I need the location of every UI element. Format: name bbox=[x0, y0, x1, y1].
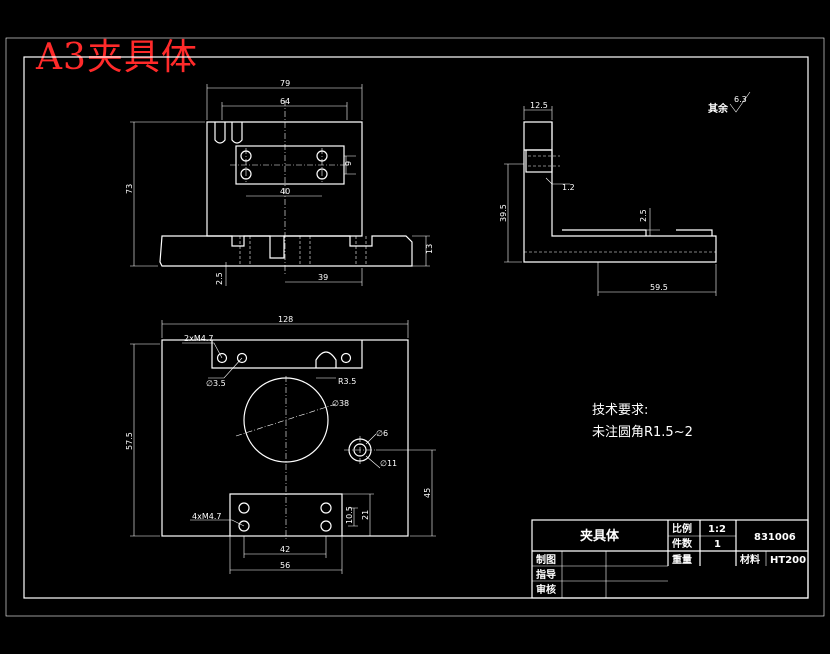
dim-57-5: 57.5 bbox=[125, 432, 134, 450]
title-block: 夹具体 比例 1:2 件数 1 831006 制图 重量 材料 HT200 指导… bbox=[531, 519, 809, 599]
dim-21: 21 bbox=[361, 510, 370, 520]
dim-13: 13 bbox=[425, 244, 434, 254]
material-value: HT200 bbox=[770, 555, 806, 566]
dim-39: 39 bbox=[318, 273, 328, 282]
tech-req-line1: 未注圆角R1.5~2 bbox=[592, 425, 693, 440]
dim-79: 79 bbox=[280, 79, 290, 88]
dim-12-5: 12.5 bbox=[530, 101, 548, 110]
guide-label: 指导 bbox=[536, 568, 556, 581]
dim-42: 42 bbox=[280, 545, 290, 554]
drawing-number: 831006 bbox=[754, 532, 796, 543]
dim-39-5: 39.5 bbox=[499, 204, 508, 222]
dim-64: 64 bbox=[280, 97, 290, 106]
qty-label: 件数 bbox=[672, 537, 693, 550]
drawn-label: 制图 bbox=[536, 553, 556, 566]
dim-9: 9 bbox=[344, 161, 353, 166]
roughness-value: 6.3 bbox=[734, 95, 747, 104]
spec-small-hole-2: ∅11 bbox=[380, 459, 397, 468]
review-label: 审核 bbox=[536, 583, 556, 596]
scale-value: 1:2 bbox=[708, 524, 726, 535]
dim-40: 40 bbox=[280, 187, 290, 196]
weight-label: 重量 bbox=[672, 553, 692, 566]
spec-4xm4-7: 4xM4.7 bbox=[192, 512, 221, 521]
spec-r3-5: R3.5 bbox=[338, 377, 356, 386]
dim-59-5: 59.5 bbox=[650, 283, 668, 292]
dim-56: 56 bbox=[280, 561, 290, 570]
spec-small-hole: ∅6 bbox=[376, 429, 388, 438]
dim-10-5: 10.5 bbox=[345, 506, 354, 524]
front-view: 79 64 40 73 9 13 2.5 39 bbox=[125, 79, 434, 286]
material-label: 材料 bbox=[740, 553, 760, 566]
dim-2-5-side: 2.5 bbox=[639, 209, 648, 222]
dim-128: 128 bbox=[278, 315, 293, 324]
scale-label: 比例 bbox=[672, 522, 692, 535]
dim-1-2: 1.2 bbox=[562, 183, 575, 192]
dim-2-5: 2.5 bbox=[215, 272, 224, 285]
dim-73: 73 bbox=[125, 184, 134, 194]
spec-bore: ∅38 bbox=[332, 399, 349, 408]
tech-req-heading: 技术要求: bbox=[592, 403, 648, 418]
top-view: 128 57.5 2xM4.7 ∅3.5 R3.5 ∅38 ∅6 ∅11 45 … bbox=[125, 315, 436, 574]
part-name: 夹具体 bbox=[580, 528, 620, 544]
side-view: 12.5 1.2 39.5 2.5 59.5 其余 6.3 bbox=[499, 91, 751, 296]
outer-frame bbox=[5, 37, 825, 617]
spec-2xm4-7: 2xM4.7 bbox=[184, 334, 213, 343]
roughness-label: 其余 bbox=[708, 102, 729, 115]
spec-chamfer: ∅3.5 bbox=[206, 379, 226, 388]
qty-value: 1 bbox=[714, 539, 721, 550]
dim-45: 45 bbox=[423, 488, 432, 498]
inner-frame bbox=[23, 56, 809, 599]
